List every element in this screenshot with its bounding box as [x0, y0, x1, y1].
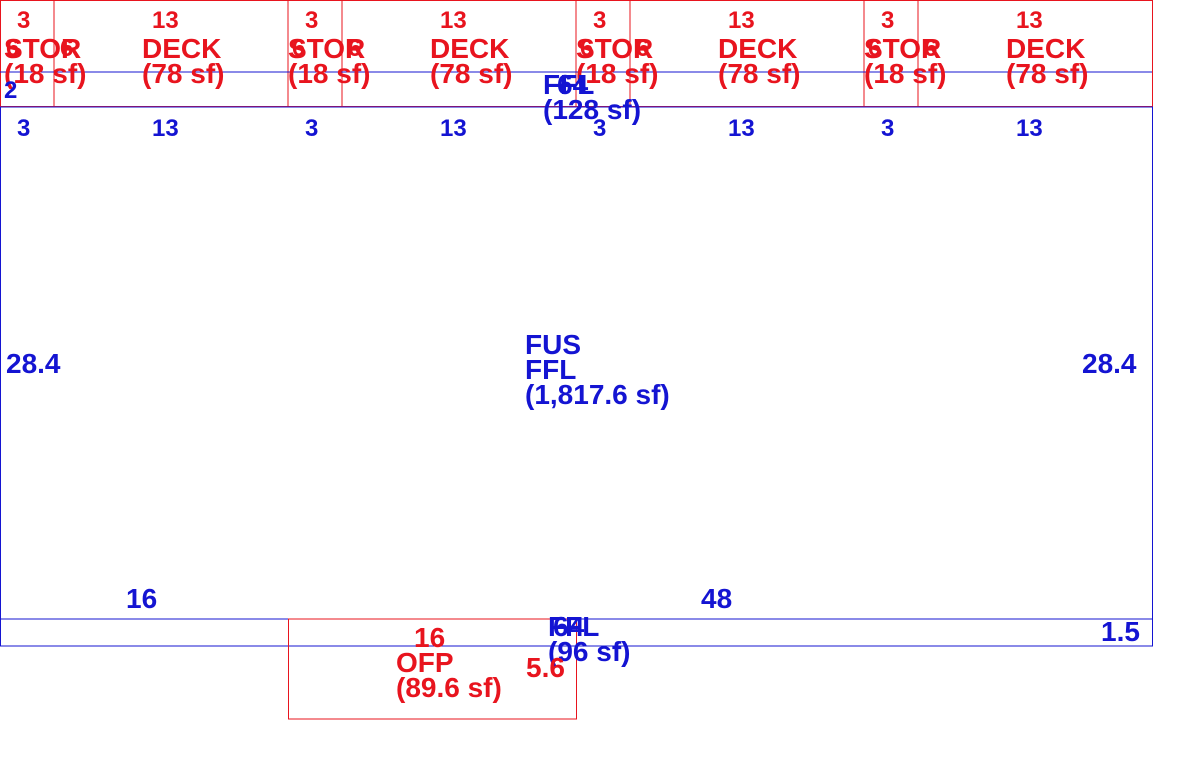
unit-1-stor-side-dim: 6: [6, 35, 19, 62]
main-top-dim-2: 13: [152, 115, 179, 142]
unit-1-stor-label: STOR: [4, 33, 81, 64]
top-strip-area: (128 sf): [543, 94, 641, 125]
unit-3-stor-side-dim: 6: [580, 35, 593, 62]
main-top-dim-5: 3: [593, 115, 606, 142]
main-top-dim-3: 3: [305, 115, 318, 142]
main-bottom-right-dim: 48: [701, 583, 732, 614]
top-strip-label: FFL: [543, 69, 594, 100]
porch-top-dim: 16: [414, 622, 445, 653]
unit-2-deck-label: DECK: [430, 33, 509, 64]
porch-side-dim: 5.6: [526, 652, 565, 683]
main-right-dim: 28.4: [1082, 348, 1137, 379]
unit-3-deck-area: (78 sf): [718, 58, 800, 89]
unit-1-stor-dim: 3: [17, 7, 30, 34]
bottom-strip-area: (96 sf): [548, 636, 630, 667]
main-area-value: (1,817.6 sf): [525, 379, 670, 410]
unit-4-side-mark: 6: [924, 35, 937, 62]
unit-1-deck-label: DECK: [142, 33, 221, 64]
bottom-strip-right-dim: 1.5: [1101, 616, 1140, 647]
unit-4-deck-area: (78 sf): [1006, 58, 1088, 89]
unit-3-deck-dim: 13: [728, 7, 755, 34]
unit-4: 3 13 STOR DECK (18 sf) (78 sf) 6 6: [864, 7, 1088, 89]
unit-2-deck-dim: 13: [440, 7, 467, 34]
unit-3-stor-area: (18 sf): [576, 58, 658, 89]
main-area-outline: [0, 106, 1153, 620]
main-top-dim-6: 13: [728, 115, 755, 142]
unit-1-side-mark: 6: [60, 35, 73, 62]
unit-3-deck-label: DECK: [718, 33, 797, 64]
unit-2-stor-side-dim: 6: [292, 35, 305, 62]
unit-2-deck-area: (78 sf): [430, 58, 512, 89]
porch: 16 OFP (89.6 sf) 5.6: [396, 622, 565, 703]
unit-2-side-mark: 6: [348, 35, 361, 62]
bottom-strip-label: FFL: [548, 611, 599, 642]
bottom-strip-overlap-dim: 64: [553, 611, 585, 642]
unit-4-deck-dim: 13: [1016, 7, 1043, 34]
unit-2-stor-label: STOR: [288, 33, 365, 64]
main-top-dim-7: 3: [881, 115, 894, 142]
unit-4-stor-area: (18 sf): [864, 58, 946, 89]
unit-2-stor-dim: 3: [305, 7, 318, 34]
unit-2-stor-area: (18 sf): [288, 58, 370, 89]
main-label-ffl: FFL: [525, 354, 576, 385]
main-bottom-left-dim: 16: [126, 583, 157, 614]
main-left-dim: 28.4: [6, 348, 61, 379]
unit-3: 3 13 STOR DECK (18 sf) (78 sf) 6 6: [576, 7, 800, 89]
porch-label: OFP: [396, 647, 454, 678]
unit-4-stor-label: STOR: [864, 33, 941, 64]
main-area: FUS FFL (1,817.6 sf) 28.4 28.4 16 48: [6, 329, 1137, 614]
top-strip-overlap-dim: 64: [557, 69, 589, 100]
top-strip-side-dim: 2: [4, 77, 17, 104]
main-top-dim-8: 13: [1016, 115, 1043, 142]
bottom-ffl-strip: FFL 64 (96 sf) 1.5: [548, 611, 1140, 667]
top-ffl-strip: 2 FFL 64 (128 sf): [4, 69, 641, 125]
unit-3-stor-dim: 3: [593, 7, 606, 34]
main-top-dims: 3 13 3 13 3 13 3 13: [17, 115, 1043, 142]
unit-3-stor-label: STOR: [576, 33, 653, 64]
unit-1-deck-dim: 13: [152, 7, 179, 34]
unit-4-stor-side-dim: 6: [868, 35, 881, 62]
main-top-dim-4: 13: [440, 115, 467, 142]
unit-4-deck-label: DECK: [1006, 33, 1085, 64]
unit-4-stor-dim: 3: [881, 7, 894, 34]
unit-2: 3 13 STOR DECK (18 sf) (78 sf) 6 6: [288, 7, 512, 89]
unit-1: 3 13 STOR DECK (18 sf) (78 sf) 6 6: [4, 7, 224, 89]
main-top-dim-1: 3: [17, 115, 30, 142]
porch-outline: [288, 618, 577, 720]
unit-1-stor-area: (18 sf): [4, 58, 86, 89]
unit-3-side-mark: 6: [636, 35, 649, 62]
unit-1-deck-area: (78 sf): [142, 58, 224, 89]
main-label-fus: FUS: [525, 329, 581, 360]
porch-area: (89.6 sf): [396, 672, 502, 703]
